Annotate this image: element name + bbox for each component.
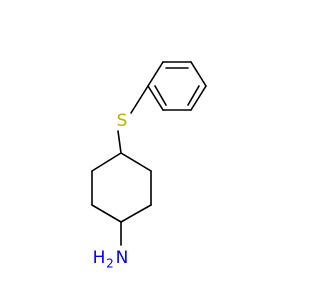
bond-sulfur-cyclohexyl — [117, 130, 122, 154]
phenyl-ring — [147, 61, 207, 111]
bond-cyclo-6 — [91, 152, 122, 172]
bond-ring-4 — [190, 85, 207, 111]
molecule-diagram: S H 2 N — [91, 61, 207, 271]
bond-phenyl-sulfur — [130, 85, 149, 114]
cyclohexane-ring — [91, 152, 152, 223]
bond-ring-double-3 — [154, 85, 167, 106]
bond-ring-1 — [147, 61, 164, 87]
bond-ring-3 — [190, 61, 207, 87]
bond-cyclo-4 — [91, 204, 122, 223]
bond-ring-double-2 — [187, 85, 200, 106]
sulfur-atom-label: S — [117, 111, 128, 131]
amine-hydrogen-label: H — [93, 248, 106, 268]
amine-nitrogen-label: N — [116, 248, 129, 268]
bond-cyclo-3 — [120, 204, 152, 223]
structure-svg: S H 2 N — [91, 61, 207, 271]
amine-hydrogen-count: 2 — [106, 257, 114, 271]
bond-ring-6 — [147, 85, 164, 111]
bond-cyclo-1 — [120, 152, 152, 172]
